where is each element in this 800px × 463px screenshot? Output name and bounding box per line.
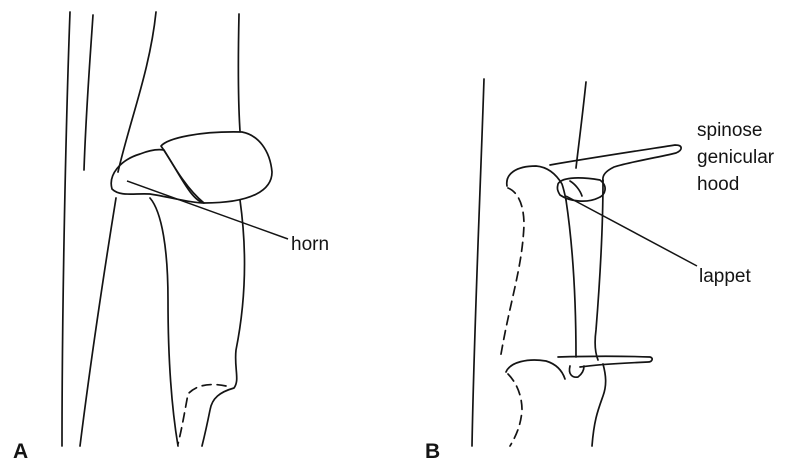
panel-b-letter: B [425,440,440,463]
lower-condyle [506,360,565,379]
upper-condyle [507,166,566,200]
tibia-front-edge [150,198,178,446]
hood-label-line2: genicular [697,147,775,168]
segment-right-edge [595,180,603,360]
femur-left-edge [118,12,156,172]
horn [111,150,204,203]
panel-a-letter: A [13,440,28,463]
lappet-inner [570,181,582,196]
femur-right-edge [238,14,240,131]
femur-edge [576,82,586,168]
hood-label-line1: spinose [697,120,763,141]
horn-label: horn [291,234,329,255]
leg-outline-left-b [84,15,93,170]
spinose-genicular-hood [550,145,681,181]
tibia-left-edge [80,198,116,446]
lower-segment-right [592,364,606,446]
hidden-edge-upper [500,188,524,360]
lappet [557,178,605,201]
leg-outline-left [472,79,484,446]
upper-segment-outline [566,200,576,357]
tibia-hidden-edge [178,385,226,444]
hidden-edge-lower [508,374,522,446]
hood-label-line3: hood [697,174,739,195]
panel-a: horn A [13,12,329,463]
lappet-label: lappet [699,266,751,287]
leg-outline-left-a [62,12,70,446]
tibia-back-edge [202,200,245,446]
panel-b: lappet spinose genicular hood B [425,79,775,463]
knee-plate [161,132,272,203]
lower-spur [558,356,652,367]
lower-spur-base [569,366,584,377]
lappet-leader-line [566,196,697,266]
